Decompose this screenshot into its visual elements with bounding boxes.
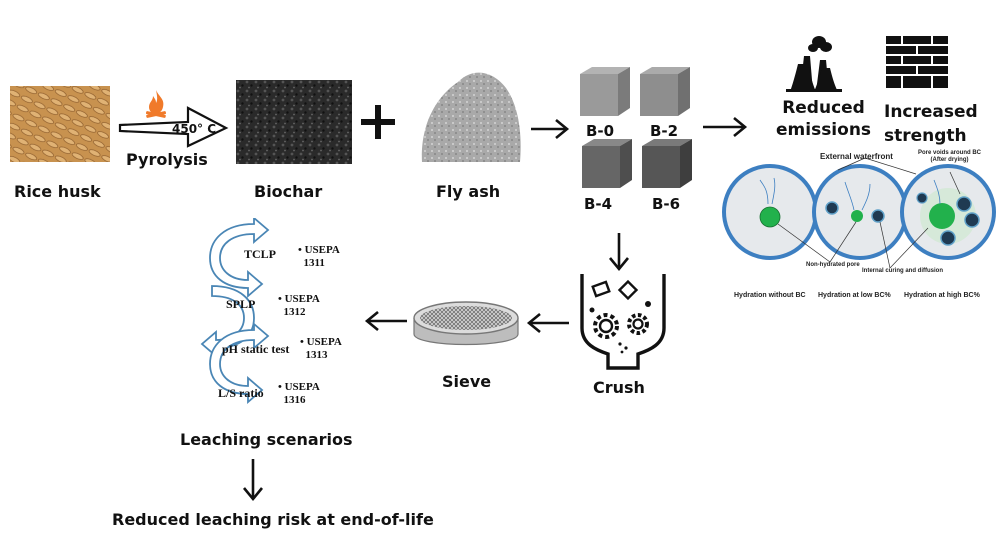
internal-curing-label: Internal curing and diffusion (862, 268, 943, 274)
leaching-test-ph-static: pH static test (222, 342, 290, 356)
crusher-icon (580, 274, 666, 370)
b4-label: B-4 (584, 195, 613, 213)
fire-icon (145, 90, 167, 118)
hydration-diagram (722, 157, 996, 269)
b2-label: B-2 (650, 122, 679, 140)
biochar-image (236, 80, 352, 164)
brick-wall-icon (886, 36, 948, 88)
leaching-scenarios-label: Leaching scenarios (180, 430, 353, 449)
b0-label: B-0 (586, 122, 615, 140)
arrow-right-icon (531, 118, 570, 140)
arrow-right-icon (703, 116, 748, 138)
usepa-1316: • USEPA 1316 (278, 381, 320, 406)
leaching-cycle (200, 218, 270, 404)
temperature-label: 450° C (172, 122, 217, 136)
sieve-label: Sieve (442, 372, 492, 391)
usepa-1312: • USEPA 1312 (278, 293, 320, 318)
arrow-down-icon (242, 459, 264, 502)
arrow-left-icon (364, 310, 407, 332)
arrow-down-icon (608, 233, 630, 272)
cycle-arrow-icon (209, 218, 270, 298)
b6-label: B-6 (652, 195, 681, 213)
non-hydrated-pore-label: Non-hydrated pore (806, 262, 860, 268)
rice-husk-label: Rice husk (14, 182, 101, 201)
cube-b2 (640, 67, 690, 116)
cycle-arrow-icon (209, 322, 270, 404)
pyrolysis-label: Pyrolysis (126, 150, 208, 169)
reduced-emissions-label: Reduced emissions (776, 98, 872, 140)
usepa-1311: • USEPA 1311 (298, 244, 340, 269)
sieve-icon (413, 301, 519, 346)
external-waterfront-label: External waterfront (820, 152, 893, 161)
rice-husk-image (10, 86, 110, 162)
caption-hydration-low-bc: Hydration at low BC% (818, 292, 891, 299)
pore-voids-label: Pore voids around BC (After drying) (918, 150, 982, 163)
usepa-1313: • USEPA 1313 (300, 336, 342, 361)
leaching-test-splp: SPLP (226, 297, 256, 311)
caption-hydration-high-bc: Hydration at high BC% (904, 292, 980, 299)
biochar-label: Biochar (254, 182, 323, 201)
increased-strength-label: Increased strength (884, 102, 978, 146)
arrow-left-icon (526, 312, 569, 334)
fly-ash-image (421, 72, 521, 162)
leaching-test-ls-ratio: L/S ratio (218, 386, 264, 400)
plus-icon (361, 105, 395, 139)
pyrolysis-arrow-icon (118, 106, 229, 148)
reduced-leaching-label: Reduced leaching risk at end-of-life (112, 510, 434, 529)
cube-b4 (582, 139, 632, 188)
factory-icon (786, 36, 842, 92)
cube-b6 (642, 139, 692, 188)
fly-ash-label: Fly ash (436, 182, 501, 201)
cube-b0 (580, 67, 630, 116)
leaching-test-tclp: TCLP (244, 247, 277, 261)
caption-hydration-without-bc: Hydration without BC (734, 292, 806, 299)
crush-label: Crush (593, 378, 645, 397)
